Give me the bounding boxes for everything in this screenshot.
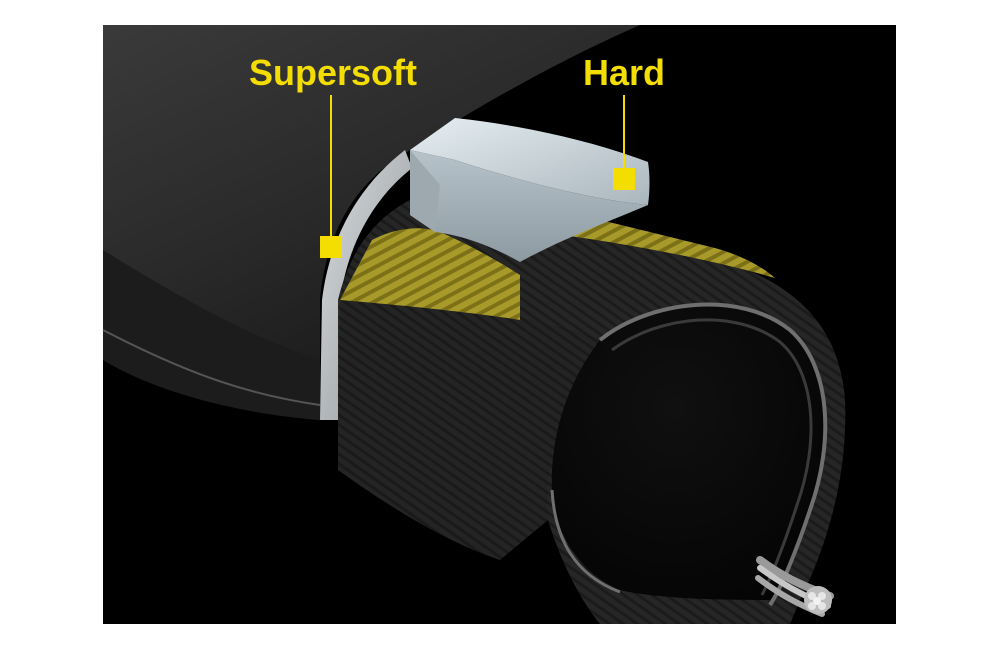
hard-marker-icon xyxy=(613,168,635,190)
casing-rim-inner xyxy=(611,318,813,596)
hard-label: Hard xyxy=(583,52,665,93)
hard-layer-side xyxy=(410,150,440,232)
tread-body xyxy=(103,25,640,420)
supersoft-marker-icon xyxy=(320,236,342,258)
casing-lip xyxy=(550,489,621,594)
inner-cavity xyxy=(551,304,826,600)
bead-wire xyxy=(755,556,834,617)
breaker-front xyxy=(340,228,520,320)
supersoft-layer xyxy=(320,150,412,420)
supersoft-callout: Supersoft xyxy=(249,52,417,258)
tread-sidewall-edge xyxy=(102,329,321,406)
hard-callout: Hard xyxy=(583,52,665,190)
casing-rim-outer xyxy=(598,302,828,607)
tread-shoulder xyxy=(103,250,320,420)
casing-front-band xyxy=(338,300,600,560)
supersoft-label: Supersoft xyxy=(249,52,417,93)
hard-layer-top xyxy=(410,118,650,205)
hard-layer-front xyxy=(410,150,648,262)
